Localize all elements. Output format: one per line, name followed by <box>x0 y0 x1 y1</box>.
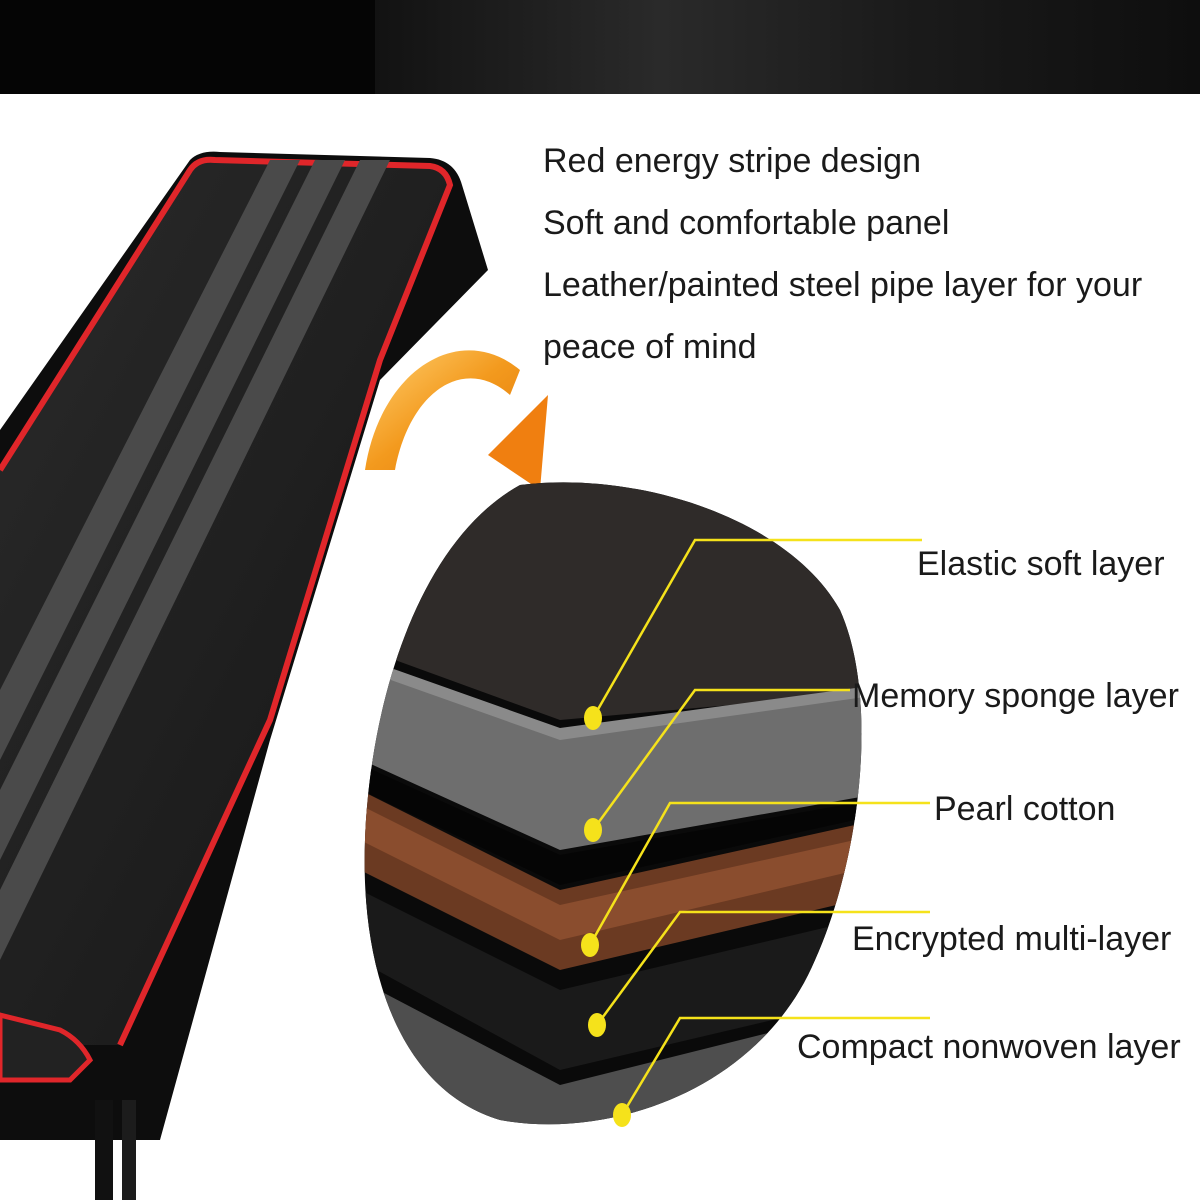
feature-item: peace of mind <box>543 328 757 366</box>
pointer-dot <box>584 706 602 730</box>
feature-item: Soft and comfortable panel <box>543 204 950 242</box>
curved-arrow-icon <box>365 350 548 490</box>
top-banner <box>0 0 1200 94</box>
layer-label-pearl-cotton: Pearl cotton <box>934 790 1116 828</box>
stripe <box>0 160 300 760</box>
layer-label-encrypted: Encrypted multi-layer <box>852 920 1172 958</box>
bench <box>0 151 488 1200</box>
layer-label-nonwoven: Compact nonwoven layer <box>797 1028 1181 1066</box>
pointer-dot <box>584 818 602 842</box>
stripe <box>0 160 345 860</box>
feature-item: Red energy stripe design <box>543 142 922 180</box>
feature-list: Red energy stripe design Soft and comfor… <box>543 130 1193 378</box>
layer-label-memory-sponge: Memory sponge layer <box>852 677 1179 715</box>
layer-label-elastic: Elastic soft layer <box>917 545 1165 583</box>
red-piping <box>0 156 454 1047</box>
pointer-lines <box>588 538 930 1116</box>
feature-item: Leather/painted steel pipe layer for you… <box>543 266 1143 304</box>
stripe <box>0 160 390 960</box>
pointer-dot <box>581 933 599 957</box>
pointer-dot <box>588 1013 606 1037</box>
top-banner-dark-block <box>0 0 375 94</box>
bench-top <box>0 159 450 1045</box>
pointer-dot <box>613 1103 631 1127</box>
pointer-dots <box>581 706 631 1127</box>
